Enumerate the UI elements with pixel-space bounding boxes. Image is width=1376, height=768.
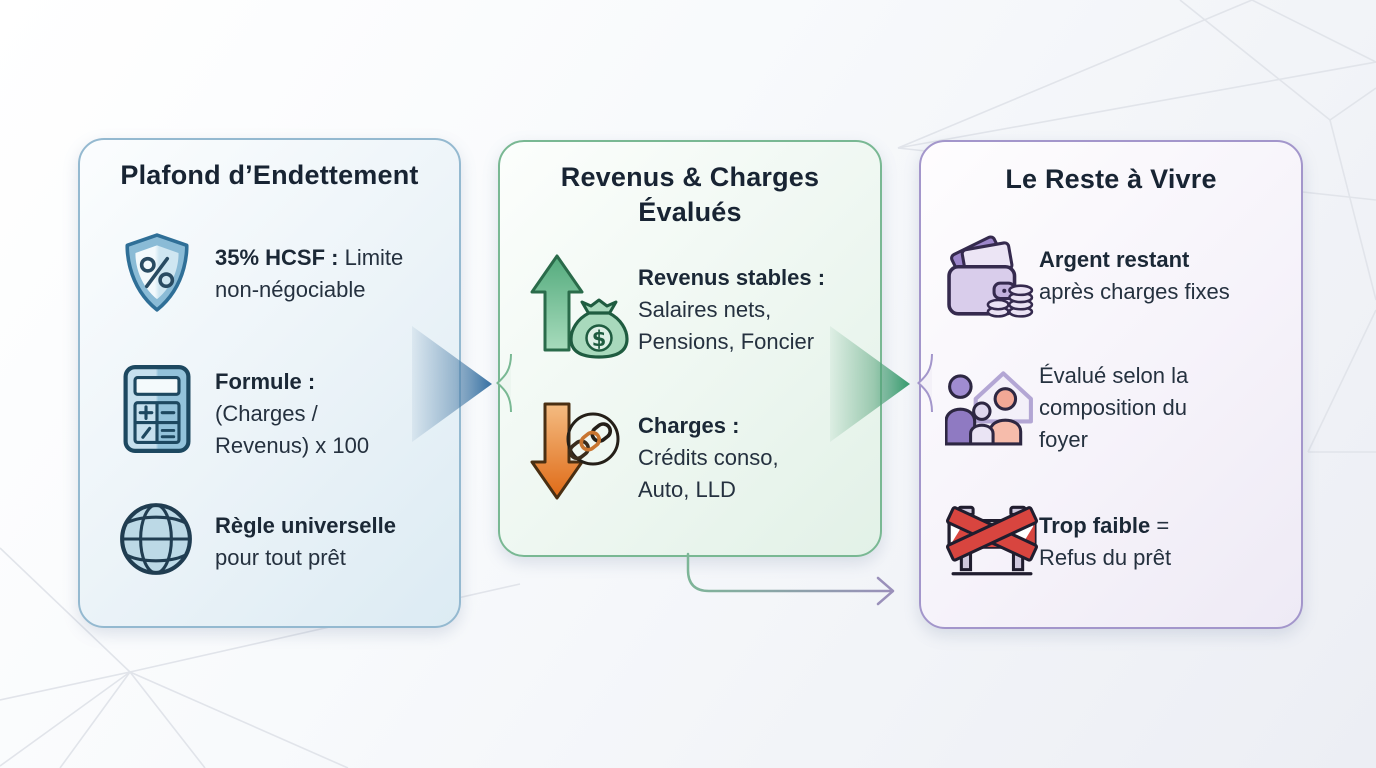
item-text: Revenus stables : (638, 265, 826, 290)
item-text: foyer (1039, 427, 1088, 452)
arrow-down-icon (528, 400, 586, 502)
item-text: (Charges / (215, 401, 318, 426)
item-text: Règle universelle (215, 513, 396, 538)
item-text: non-négociable (215, 277, 366, 302)
card-reste-a-vivre: Le Reste à Vivre Argent restant après ch… (919, 140, 1303, 629)
wallet-coins-icon (947, 234, 1035, 320)
chain-link-icon (564, 410, 622, 468)
item-text: Refus du prêt (1039, 545, 1172, 570)
item-text: composition du (1039, 395, 1187, 420)
roadblock-icon (945, 498, 1039, 580)
item-text: pour tout prêt (215, 545, 346, 570)
item-text: Trop faible = (1039, 513, 1170, 538)
item-text: Formule : (215, 369, 316, 394)
item-text: Pensions, Foncier (638, 329, 815, 354)
item-text: Charges : (638, 413, 740, 438)
card-title: Plafond d’Endettement (120, 160, 419, 190)
card-notch (917, 353, 933, 418)
calculator-icon (122, 364, 192, 454)
arrow-up-icon (528, 252, 586, 354)
dollar-symbol: $ (592, 327, 607, 351)
item-text: après charges fixes (1039, 279, 1230, 304)
item-text: Crédits conso, (638, 445, 779, 470)
item-text: 35% HCSF : Limite (215, 245, 404, 270)
card-plafond-endettement: Plafond d’Endettement 35% HCSF : Limite … (78, 138, 461, 628)
globe-icon (117, 500, 195, 578)
item-text: Évalué selon la (1039, 363, 1189, 388)
family-home-icon (945, 358, 1035, 446)
item-text: Argent restant (1039, 247, 1190, 272)
item-text: Revenus) x 100 (215, 433, 370, 458)
shield-percent-icon (120, 232, 194, 314)
card-notch (496, 353, 512, 418)
card-title: Le Reste à Vivre (1005, 164, 1217, 194)
money-bag-icon: $ (568, 298, 630, 360)
item-text: Salaires nets, (638, 297, 772, 322)
item-text: Auto, LLD (638, 477, 736, 502)
